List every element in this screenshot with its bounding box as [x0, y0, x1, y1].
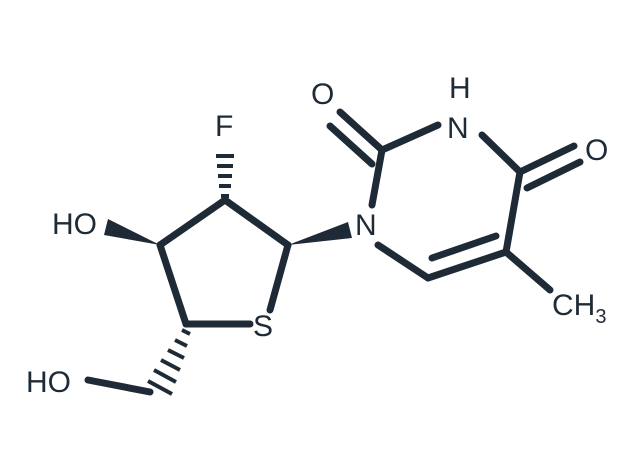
bond-c6-n1 — [374, 241, 432, 282]
bond-c3-s — [266, 241, 292, 314]
bond-c5-c6 — [424, 248, 510, 282]
atom-o-top: O — [311, 78, 334, 111]
bond-c4-o-a — [516, 142, 578, 176]
bond-c5-c6-double — [428, 232, 500, 262]
bond-n3-c4 — [478, 131, 524, 176]
atom-ho-chain: HO — [26, 366, 71, 399]
bond-c4-c5 — [502, 168, 524, 256]
bond-c1-c2 — [156, 196, 229, 249]
bond-n1-c2 — [368, 146, 386, 209]
bond-c2-n3 — [378, 121, 442, 154]
atom-ch3: CH3 — [552, 289, 606, 328]
atom-ho-ring: HO — [52, 208, 97, 241]
atom-h-imide: H — [449, 72, 471, 105]
atom-s: S — [253, 310, 273, 343]
hash-c2-f — [216, 154, 234, 198]
bond-c2-o-b — [326, 122, 376, 168]
bond-c4-c1 — [156, 241, 190, 328]
atom-n-glycosidic: N — [355, 209, 377, 242]
bond-c5-ch3 — [502, 248, 554, 294]
atom-o-right: O — [585, 134, 608, 167]
atom-n-imide: N — [447, 112, 469, 145]
hash-c4-ch2 — [147, 328, 191, 396]
wedge-c3-n1 — [288, 222, 352, 245]
wedge-c1-oh — [104, 219, 160, 245]
bond-ch2-oh — [84, 376, 154, 396]
bond-c2-o-a — [336, 108, 386, 154]
bond-c4-o-b — [523, 158, 584, 192]
bond-c2-c3 — [221, 196, 292, 249]
atom-f: F — [215, 110, 233, 143]
